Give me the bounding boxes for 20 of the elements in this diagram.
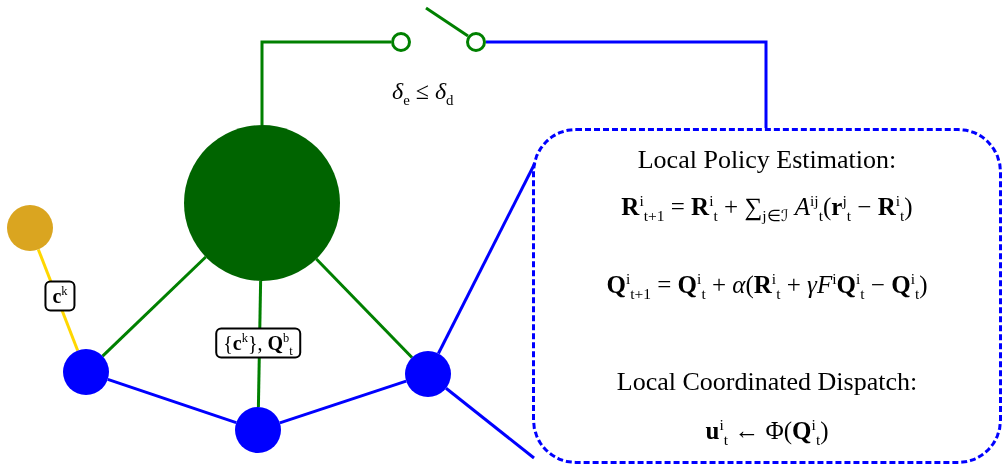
- node-circle: [7, 205, 53, 251]
- edge-label: c$^{k}$: [44, 280, 76, 312]
- switch-condition: δ$_{e}$ ≤ δ$_{d}$: [392, 78, 454, 105]
- node-circle: [63, 349, 109, 395]
- node-circle: [405, 351, 451, 397]
- switch-terminal: [391, 32, 411, 52]
- connector-line: [486, 40, 768, 128]
- connector-line: [315, 257, 414, 359]
- section-heading: Local Coordinated Dispatch:: [615, 367, 919, 397]
- switch-terminal: [466, 32, 486, 52]
- connector-line: [279, 379, 407, 425]
- node-circle: [235, 407, 281, 453]
- dashed-callout-box: [532, 128, 1002, 464]
- connector-line: [101, 255, 207, 358]
- connector-line: [107, 377, 237, 425]
- connector-line: [445, 387, 535, 460]
- equation: u$^{i}$$_{t}$ ← Φ(Q$^{i}$$_{t}$): [704, 417, 830, 445]
- connector-line: [260, 40, 391, 125]
- equation: Q$^{i}$$_{t+1}$ = Q$^{i}$$_{t}$ + α(R$^{i}$$_{t}$ + γF$^{i}$Q$^{i}$$_{t}$ − Q$^{i}$$_{t}$): [605, 271, 929, 299]
- section-heading: Local Policy Estimation:: [636, 145, 898, 175]
